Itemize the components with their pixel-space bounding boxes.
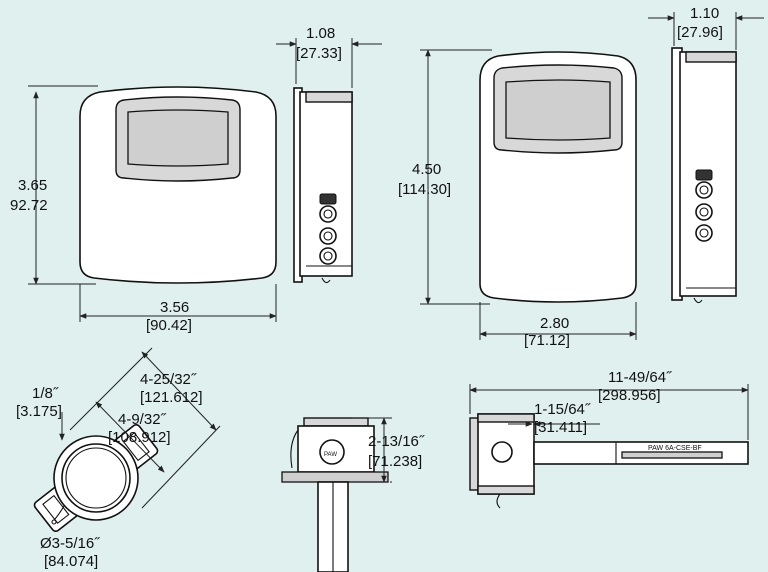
- front-large-height-mm: [114.30]: [398, 181, 451, 198]
- probe-head-in: 1-15/64˝: [534, 401, 591, 418]
- probe-assembly: PAW 6A-CSE-BF 11-49/64˝ [298.956] 1-15/6…: [469, 369, 749, 509]
- side-small-depth-in: 1.08: [306, 25, 335, 42]
- ring-inner-in: 4-9/32˝: [118, 411, 167, 428]
- side-small-depth-mm: [27.33]: [296, 45, 342, 62]
- side-large-depth-in: 1.10: [690, 5, 719, 22]
- ring-thickness-in: 1/8˝: [32, 385, 59, 402]
- side-large-depth-mm: [27.96]: [677, 24, 723, 41]
- ring-diameter-in: Ø3-5/16˝: [40, 535, 100, 552]
- duct-enclosure: PAW 2-13/16˝ [71.238]: [281, 417, 425, 572]
- front-view-small: 3.65 92.72 3.56 [90.42]: [10, 85, 277, 334]
- front-small-height-in: 3.65: [18, 177, 47, 194]
- enclosure-height-in: 2-13/16˝: [368, 433, 425, 450]
- front-view-large: 4.50 [114.30] 2.80 [71.12]: [398, 49, 637, 349]
- ring-diameter-mm: [84.074]: [44, 553, 98, 570]
- ring-inner-mm: [108.912]: [108, 429, 171, 446]
- front-small-height-mm: 92.72: [10, 197, 48, 214]
- probe-head-mm: [31.411]: [534, 419, 587, 436]
- probe-length-in: 11-49/64˝: [608, 369, 672, 386]
- front-large-width-mm: [71.12]: [524, 332, 570, 349]
- front-large-width-in: 2.80: [540, 315, 569, 332]
- front-small-width-mm: [90.42]: [146, 317, 192, 334]
- enclosure-height-mm: [71.238]: [368, 453, 422, 470]
- front-large-height-in: 4.50: [412, 161, 441, 178]
- side-view-small: 1.08 [27.33]: [276, 25, 382, 284]
- ring-thickness-mm: [3.175]: [16, 403, 62, 420]
- duct-mount-ring: 1/8˝ [3.175] 4-25/32˝ [121.612] 4-9/32˝ …: [16, 347, 221, 570]
- ring-outer-mm: [121.612]: [140, 389, 203, 406]
- enclosure-badge-text: PAW: [324, 452, 337, 458]
- ring-outer-in: 4-25/32˝: [140, 371, 197, 388]
- side-view-large: 1.10 [27.96]: [648, 5, 764, 304]
- front-small-width-in: 3.56: [160, 299, 189, 316]
- probe-length-mm: [298.956]: [598, 387, 661, 404]
- probe-label: PAW 6A-CSE-BF: [648, 445, 702, 452]
